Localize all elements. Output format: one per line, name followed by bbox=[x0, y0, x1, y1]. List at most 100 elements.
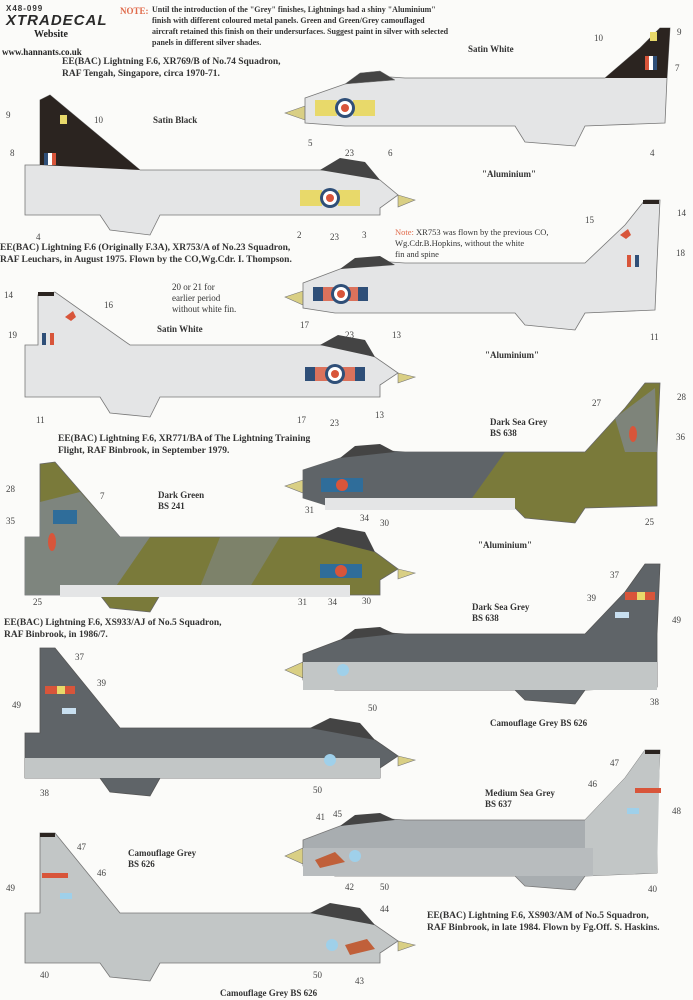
aircraft-2-note: Note: XR753 was flown by the previous CO… bbox=[395, 227, 549, 259]
callout: 41 bbox=[316, 812, 325, 822]
aircraft-3-left-profile bbox=[24, 461, 417, 613]
label-dark-green: Dark Green BS 241 bbox=[158, 490, 205, 511]
label-dark-sea-grey: Dark Sea Grey BS 638 bbox=[490, 417, 548, 438]
callout: 38 bbox=[40, 788, 49, 798]
callout: 14 bbox=[4, 290, 13, 300]
callout: 2 bbox=[297, 230, 302, 240]
aircraft-3-caption: EE(BAC) Lightning F.6, XR771/BA of The L… bbox=[58, 434, 311, 456]
aircraft-4-caption: EE(BAC) Lightning F.6, XS933/AJ of No.5 … bbox=[4, 618, 222, 640]
callout: 38 bbox=[650, 697, 659, 707]
callout: 17 bbox=[297, 415, 306, 425]
callout: 23 bbox=[330, 418, 339, 428]
callout: 46 bbox=[588, 779, 597, 789]
callout: 6 bbox=[388, 148, 393, 158]
callout: 25 bbox=[645, 517, 654, 527]
aircraft-4-left-profile bbox=[24, 647, 417, 797]
callout: 43 bbox=[355, 976, 364, 986]
label-medium-sea-grey: Medium Sea Grey BS 637 bbox=[485, 788, 555, 809]
callout: 10 bbox=[94, 115, 103, 125]
brand-logo: X48-099 XTRADECAL Website bbox=[6, 4, 108, 40]
callout: 50 bbox=[368, 703, 377, 713]
callout: 25 bbox=[33, 597, 42, 607]
aircraft-1-right-profile bbox=[284, 27, 671, 147]
callout: 11 bbox=[650, 332, 659, 342]
label-aluminium-3: "Aluminium" bbox=[478, 540, 533, 550]
callout: 40 bbox=[40, 970, 49, 980]
aircraft-2-right-profile bbox=[284, 199, 661, 331]
callout: 4 bbox=[650, 148, 655, 158]
callout: 37 bbox=[610, 570, 619, 580]
website-link[interactable]: www.hannants.co.uk bbox=[2, 47, 82, 57]
website-label: Website bbox=[34, 29, 68, 40]
callout: 30 bbox=[380, 518, 389, 528]
callout: 15 bbox=[585, 215, 594, 225]
aircraft-5-caption: EE(BAC) Lightning F.6, XS903/AM of No.5 … bbox=[427, 911, 660, 933]
callout: 13 bbox=[375, 410, 384, 420]
callout: 46 bbox=[97, 868, 106, 878]
aircraft-1-left-profile bbox=[24, 94, 416, 236]
callout: 39 bbox=[97, 678, 106, 688]
aircraft-5-right-profile bbox=[284, 749, 661, 891]
brand-name: XTRADECAL bbox=[6, 12, 108, 29]
callout: 23 bbox=[345, 148, 354, 158]
label-satin-white: Satin White bbox=[468, 44, 514, 54]
callout: 49 bbox=[12, 700, 21, 710]
callout: 28 bbox=[6, 484, 15, 494]
callout: 39 bbox=[587, 593, 596, 603]
callout: 18 bbox=[676, 248, 685, 258]
callout: 23 bbox=[330, 232, 339, 242]
callout: 7 bbox=[675, 63, 680, 73]
aircraft-1-caption: EE(BAC) Lightning F.6, XR769/B of No.74 … bbox=[62, 57, 281, 79]
label-aluminium: "Aluminium" bbox=[482, 169, 537, 179]
callout: 9 bbox=[677, 27, 682, 37]
callout: 37 bbox=[75, 652, 84, 662]
callout: 8 bbox=[10, 148, 15, 158]
callout: 47 bbox=[610, 758, 619, 768]
callout: 30 bbox=[362, 596, 371, 606]
callout: 7 bbox=[100, 491, 105, 501]
callout: 14 bbox=[677, 208, 686, 218]
label-camouflage-grey: Camouflage Grey BS 626 bbox=[490, 718, 588, 728]
callout: 4 bbox=[36, 232, 41, 242]
callout: 36 bbox=[676, 432, 685, 442]
callout: 45 bbox=[333, 809, 342, 819]
callout: 42 bbox=[345, 882, 354, 892]
callout: 28 bbox=[677, 392, 686, 402]
aircraft-2-caption: EE(BAC) Lightning F.6 (Originally F.3A),… bbox=[0, 243, 292, 265]
callout: 3 bbox=[362, 230, 367, 240]
label-satin-black: Satin Black bbox=[153, 115, 198, 125]
callout: 44 bbox=[380, 904, 389, 914]
aircraft-4-right-profile bbox=[284, 563, 661, 705]
callout: 11 bbox=[36, 415, 45, 425]
aircraft-2-left-profile bbox=[24, 291, 417, 418]
label-aluminium-2: "Aluminium" bbox=[485, 350, 540, 360]
callout: 10 bbox=[594, 33, 603, 43]
callout: 5 bbox=[308, 138, 313, 148]
callout: 50 bbox=[380, 882, 389, 892]
product-code: X48-099 bbox=[6, 4, 44, 13]
callout: 16 bbox=[104, 300, 113, 310]
callout: 35 bbox=[6, 516, 15, 526]
fin-note: 20 or 21 for earlier period without whit… bbox=[172, 282, 237, 314]
label-camouflage-grey-fin: Camouflage Grey BS 626 bbox=[128, 848, 197, 869]
aircraft-3-right-profile bbox=[284, 382, 661, 524]
label-satin-white-2: Satin White bbox=[157, 324, 203, 334]
callout: 34 bbox=[360, 513, 369, 523]
label-dark-sea-grey-2: Dark Sea Grey BS 638 bbox=[472, 602, 530, 623]
callout: 50 bbox=[313, 970, 322, 980]
callout: 31 bbox=[305, 505, 314, 515]
note-label: NOTE: bbox=[120, 6, 149, 16]
note-text: Until the introduction of the "Grey" fin… bbox=[152, 5, 449, 47]
callout: 17 bbox=[300, 320, 309, 330]
callout: 49 bbox=[672, 615, 681, 625]
callout: 27 bbox=[592, 398, 601, 408]
callout: 40 bbox=[648, 884, 657, 894]
callout: 31 bbox=[298, 597, 307, 607]
callout: 23 bbox=[345, 330, 354, 340]
callout: 50 bbox=[313, 785, 322, 795]
callout: 49 bbox=[6, 883, 15, 893]
aircraft-5-left-profile bbox=[24, 832, 417, 982]
callout: 34 bbox=[328, 597, 337, 607]
callout: 9 bbox=[6, 110, 11, 120]
callout: 48 bbox=[672, 806, 681, 816]
